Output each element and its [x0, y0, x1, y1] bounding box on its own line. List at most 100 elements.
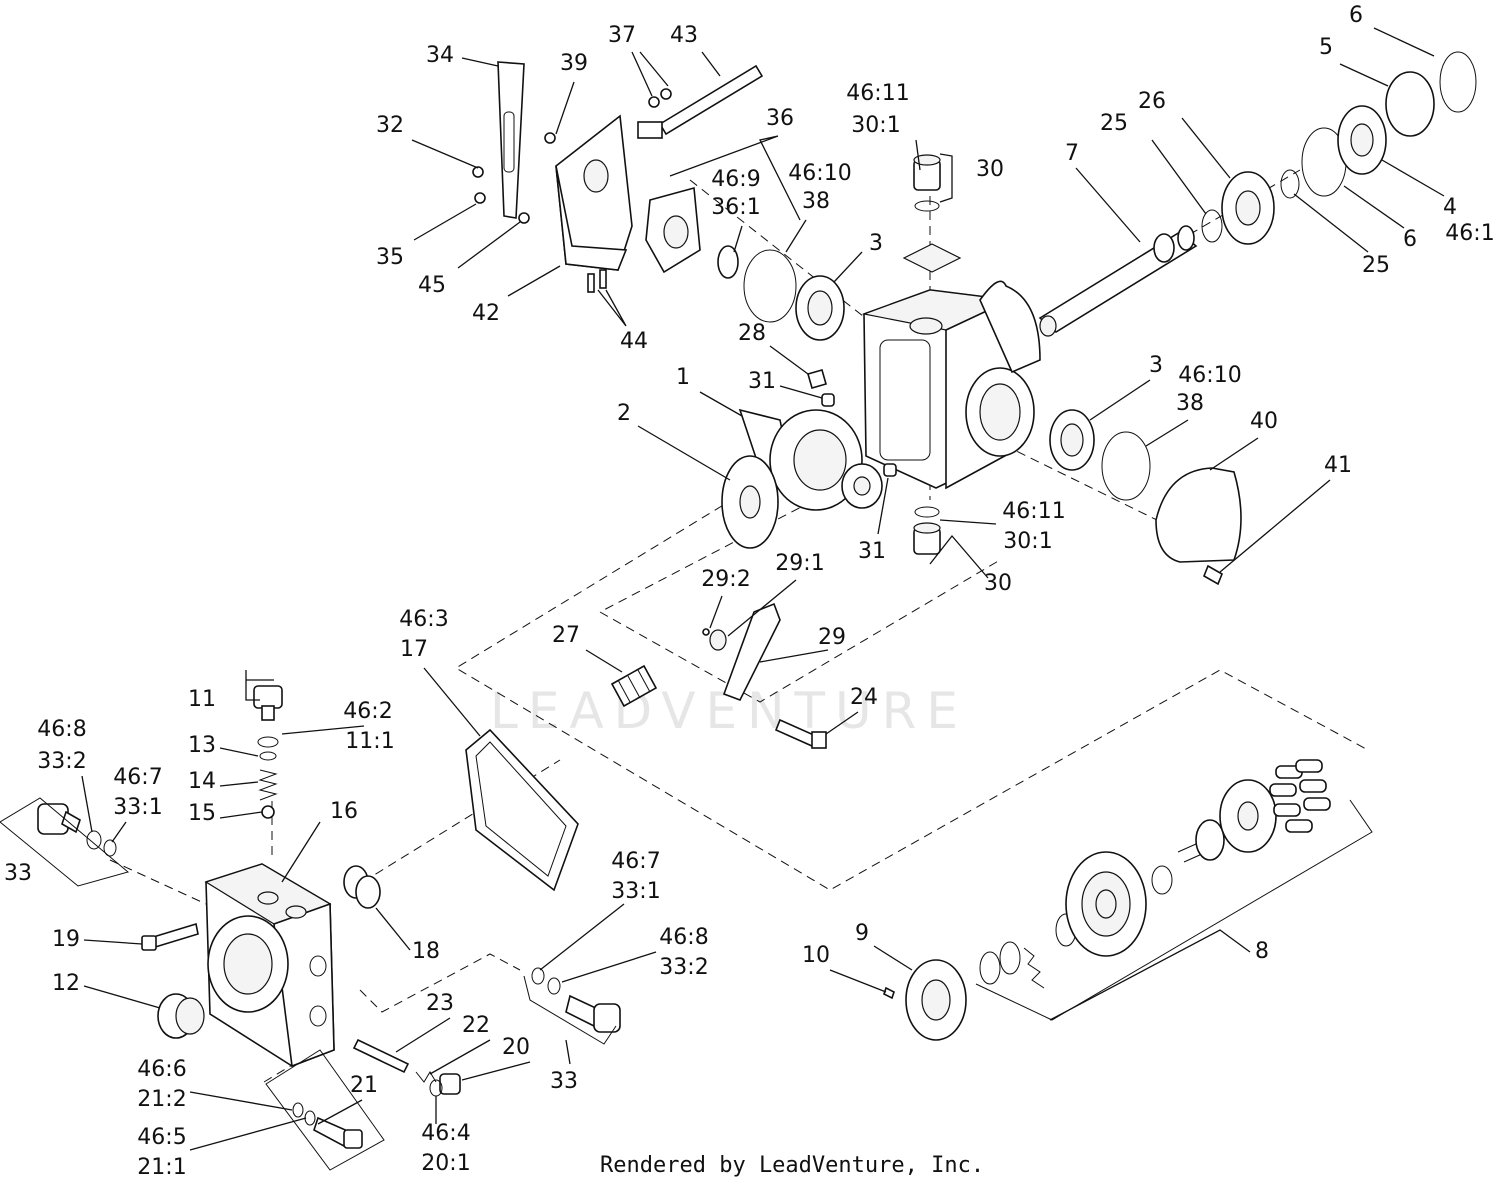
callout-c21_2: 21:2	[137, 1087, 186, 1112]
callout-c33_1a: 33:1	[113, 795, 162, 820]
callout-c35: 35	[376, 245, 404, 270]
callout-c33a: 33	[4, 861, 32, 886]
callout-c12: 12	[52, 971, 80, 996]
cover-40	[1155, 467, 1242, 586]
callout-c21_1: 21:1	[137, 1155, 186, 1180]
callout-c44: 44	[620, 329, 648, 354]
bolt-19	[141, 922, 199, 951]
bearing-3	[795, 275, 1095, 471]
control-bracket-42	[555, 114, 633, 271]
callout-c46_1: 46:1	[1445, 221, 1494, 246]
callout-c6a: 6	[1349, 3, 1363, 28]
callout-c42: 42	[472, 301, 500, 326]
callout-c31a: 31	[748, 369, 776, 394]
callout-c29: 29	[818, 625, 846, 650]
relief-valve-stack	[253, 685, 283, 819]
bushing-12	[157, 993, 205, 1039]
callout-c25b: 25	[1362, 253, 1390, 278]
callout-c33_2b: 33:2	[659, 955, 708, 980]
callout-c30b: 30	[984, 571, 1012, 596]
valve-plate-9	[883, 959, 967, 1041]
shaft-7	[1038, 225, 1198, 337]
callout-c46_6: 46:6	[137, 1057, 186, 1082]
callout-c46_7b: 46:7	[611, 849, 660, 874]
swashplate-1	[738, 408, 883, 511]
callout-c37: 37	[608, 23, 636, 48]
end-cap-16	[204, 863, 335, 1068]
gasket-38-right	[1101, 431, 1151, 501]
callout-c4: 4	[1443, 195, 1457, 220]
callout-c11_1: 11:1	[345, 729, 394, 754]
callout-c30_1b: 30:1	[1003, 529, 1052, 554]
callout-c3a: 3	[869, 231, 883, 256]
callout-c2: 2	[617, 401, 631, 426]
callout-c46_10a: 46:10	[788, 161, 851, 186]
callout-c46_11b: 46:11	[1002, 499, 1065, 524]
callout-c46_4: 46:4	[421, 1121, 470, 1146]
rotating-group-8	[975, 759, 1373, 1021]
shaft-hardware	[1201, 51, 1477, 245]
watermark: LEADVENTURE	[490, 682, 968, 740]
gasket-38-top	[743, 249, 797, 323]
callout-c31b: 31	[858, 539, 886, 564]
callout-c27: 27	[552, 623, 580, 648]
callout-c23: 23	[426, 991, 454, 1016]
callout-c32: 32	[376, 113, 404, 138]
callout-c11: 11	[188, 687, 216, 712]
callout-c29_2: 29:2	[701, 567, 750, 592]
callout-c20_1: 20:1	[421, 1151, 470, 1176]
bushing-18	[343, 865, 381, 909]
callout-c40: 40	[1250, 409, 1278, 434]
callout-c46_8a: 46:8	[37, 717, 86, 742]
footer-credit: Rendered by LeadVenture, Inc.	[600, 1153, 984, 1178]
callout-c46_3: 46:3	[399, 607, 448, 632]
callout-c17: 17	[400, 637, 428, 662]
washer-2	[721, 455, 779, 549]
callout-c33_1b: 33:1	[611, 879, 660, 904]
callout-c18: 18	[412, 939, 440, 964]
spring-27	[610, 664, 658, 708]
callout-c5: 5	[1319, 35, 1333, 60]
rod-43	[637, 64, 764, 139]
callout-c33b: 33	[550, 1069, 578, 1094]
callout-c28: 28	[738, 321, 766, 346]
callout-c46_10b: 46:10	[1178, 363, 1241, 388]
plate-36	[645, 186, 739, 279]
valve-33-left	[0, 797, 130, 887]
callout-c8: 8	[1255, 939, 1269, 964]
callout-c41: 41	[1324, 453, 1352, 478]
callout-c46_9: 46:9	[711, 167, 760, 192]
callout-c43: 43	[670, 23, 698, 48]
pins-31	[807, 369, 897, 477]
gasket-17	[465, 728, 579, 892]
callout-c13: 13	[188, 733, 216, 758]
callout-c30_1a: 30:1	[851, 113, 900, 138]
callout-c6b: 6	[1403, 227, 1417, 252]
callout-c24: 24	[850, 685, 878, 710]
callout-c45: 45	[418, 273, 446, 298]
callout-c38b: 38	[1176, 391, 1204, 416]
callout-c21: 21	[350, 1073, 378, 1098]
bolt-24	[774, 718, 827, 749]
arm-29	[702, 602, 781, 702]
callout-c3b: 3	[1149, 353, 1163, 378]
callout-c1: 1	[676, 365, 690, 390]
callout-c25a: 25	[1100, 111, 1128, 136]
callout-c38a: 38	[802, 189, 830, 214]
callout-c46_7a: 46:7	[113, 765, 162, 790]
callout-c22: 22	[462, 1013, 490, 1038]
small-screws	[472, 132, 607, 293]
callout-c9: 9	[855, 921, 869, 946]
callout-c46_5: 46:5	[137, 1125, 186, 1150]
valve-33-right	[523, 967, 621, 1045]
callout-c33_2a: 33:2	[37, 749, 86, 774]
lever-arm-34	[497, 61, 525, 219]
callout-c20: 20	[502, 1035, 530, 1060]
callout-c36_1: 36:1	[711, 195, 760, 220]
plug-30	[902, 154, 962, 555]
callout-c34: 34	[426, 43, 454, 68]
callout-c36: 36	[766, 106, 794, 131]
